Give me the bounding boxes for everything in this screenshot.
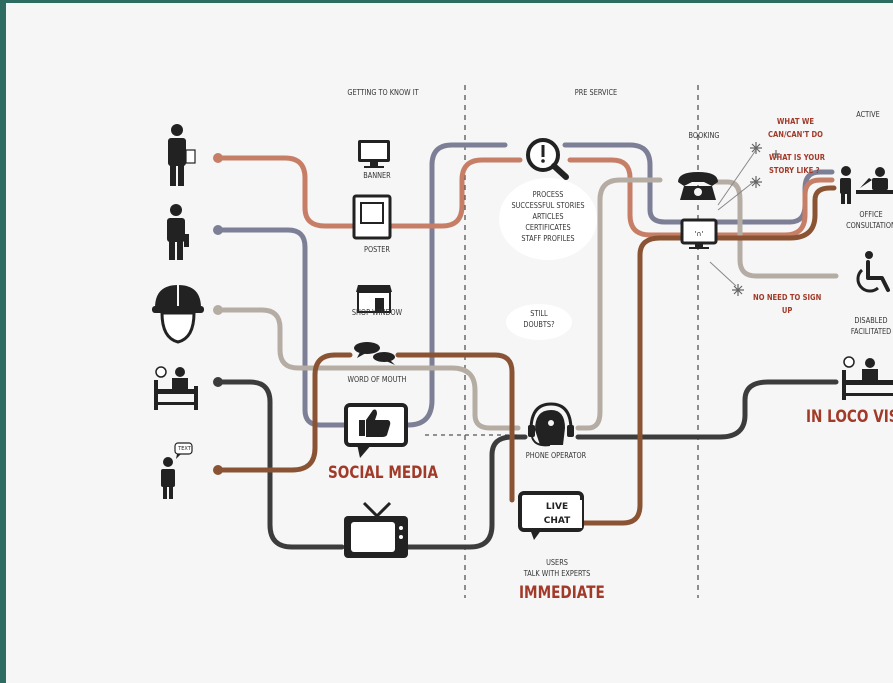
monitor-icon bbox=[358, 140, 390, 168]
no-sign-line: NO NEED TO SIGN bbox=[753, 293, 822, 302]
svg-text:'∩': '∩' bbox=[695, 230, 704, 238]
what-we-line: WHAT WE bbox=[776, 117, 814, 126]
thumbs-up-icon bbox=[344, 403, 408, 458]
process-item: PROCESS bbox=[532, 190, 564, 199]
office-consultation-label: OFFICE CONSULTATION bbox=[845, 209, 893, 231]
story-line: STORY LIKE ? bbox=[769, 166, 820, 175]
phase-header: GETTING TO KNOW IT bbox=[347, 88, 419, 97]
phase-header: ACTIVE bbox=[856, 110, 880, 119]
process-item: SUCCESSFUL STORIES bbox=[511, 201, 585, 210]
disabled-facilitated-line: FACILITATED bbox=[850, 327, 892, 336]
immediate-label: IMMEDIATE bbox=[519, 583, 605, 603]
process-item: ARTICLES bbox=[532, 212, 564, 221]
live-chat-line: LIVE bbox=[545, 502, 569, 512]
office-consultation-icon bbox=[840, 166, 893, 204]
users-talk-line: TALK WITH EXPERTS bbox=[523, 569, 591, 578]
process-item: CERTIFICATES bbox=[525, 223, 571, 232]
journey-lines-canvas: '∩' bbox=[152, 85, 893, 598]
phase-header: PRE SERVICE bbox=[574, 88, 618, 97]
what-we-line: CAN/CAN'T DO bbox=[768, 130, 823, 139]
speech-bubbles-icon bbox=[354, 342, 395, 365]
wheelchair-icon bbox=[856, 251, 890, 293]
live-chat-bubble: LIVE CHAT bbox=[532, 500, 582, 528]
path-brown bbox=[215, 185, 837, 526]
word-of-mouth-label: WORD OF MOUTH bbox=[347, 375, 407, 384]
banner-label: BANNER bbox=[363, 171, 391, 180]
poster-label: POSTER bbox=[363, 245, 390, 254]
still-doubts-label: STILL DOUBTS? bbox=[514, 308, 563, 330]
businessman-icon bbox=[168, 124, 196, 186]
bed-patient-icon bbox=[154, 366, 198, 410]
asterisk-icon bbox=[732, 142, 780, 296]
start-dots bbox=[213, 153, 223, 475]
still-doubts-line: DOUBTS? bbox=[523, 320, 555, 329]
process-list: PROCESS SUCCESSFUL STORIES ARTICLES CERT… bbox=[508, 189, 588, 244]
phone-operator-label: PHONE OPERATOR bbox=[525, 451, 587, 460]
search-icon bbox=[526, 138, 569, 180]
path-dark bbox=[215, 379, 839, 550]
booking-monitor-icon: '∩' bbox=[680, 218, 718, 249]
story-note: WHAT IS YOUR STORY LIKE ? bbox=[769, 151, 825, 177]
story-line: WHAT IS YOUR bbox=[769, 153, 825, 162]
shop-icon bbox=[356, 285, 392, 313]
users-talk-line: USERS bbox=[546, 558, 568, 567]
disabled-facilitated-line: DISABLED bbox=[854, 316, 888, 325]
social-media-label: SOCIAL MEDIA bbox=[328, 463, 439, 483]
what-we-note: WHAT WE CAN/CAN'T DO bbox=[768, 115, 823, 141]
worker-icon bbox=[167, 204, 189, 260]
no-sign-line: UP bbox=[781, 306, 793, 315]
process-item: STAFF PROFILES bbox=[521, 234, 575, 243]
no-sign-note: NO NEED TO SIGN UP bbox=[753, 291, 821, 317]
speech-bubble-text: TEXT bbox=[178, 446, 191, 452]
shop-window-label: SHOP WINDOW bbox=[351, 308, 403, 317]
office-consultation-line: OFFICE bbox=[859, 210, 883, 219]
home-visit-icon bbox=[842, 356, 893, 400]
telephone-icon bbox=[678, 172, 718, 200]
poster-icon bbox=[352, 194, 392, 240]
doubts-blob bbox=[506, 304, 572, 340]
headset-icon bbox=[528, 402, 574, 447]
users-talk-label: USERS TALK WITH EXPERTS bbox=[520, 557, 594, 579]
hardhat-icon bbox=[152, 285, 204, 344]
disabled-facilitated-label: DISABLED FACILITATED bbox=[845, 315, 893, 337]
phase-header: BOOKING bbox=[688, 131, 720, 140]
note-connectors bbox=[709, 149, 757, 287]
info-blob bbox=[499, 178, 597, 260]
journey-map: '∩' GETTING TO KNOW IT PRE bbox=[6, 3, 893, 683]
tv-icon bbox=[344, 501, 408, 558]
live-chat-line: CHAT bbox=[543, 516, 571, 526]
office-consultation-line: CONSULTATION bbox=[846, 221, 893, 230]
speaking-person-icon bbox=[161, 442, 193, 499]
still-doubts-line: STILL bbox=[530, 309, 548, 318]
in-loco-visit-label: IN LOCO VISI bbox=[806, 407, 893, 427]
